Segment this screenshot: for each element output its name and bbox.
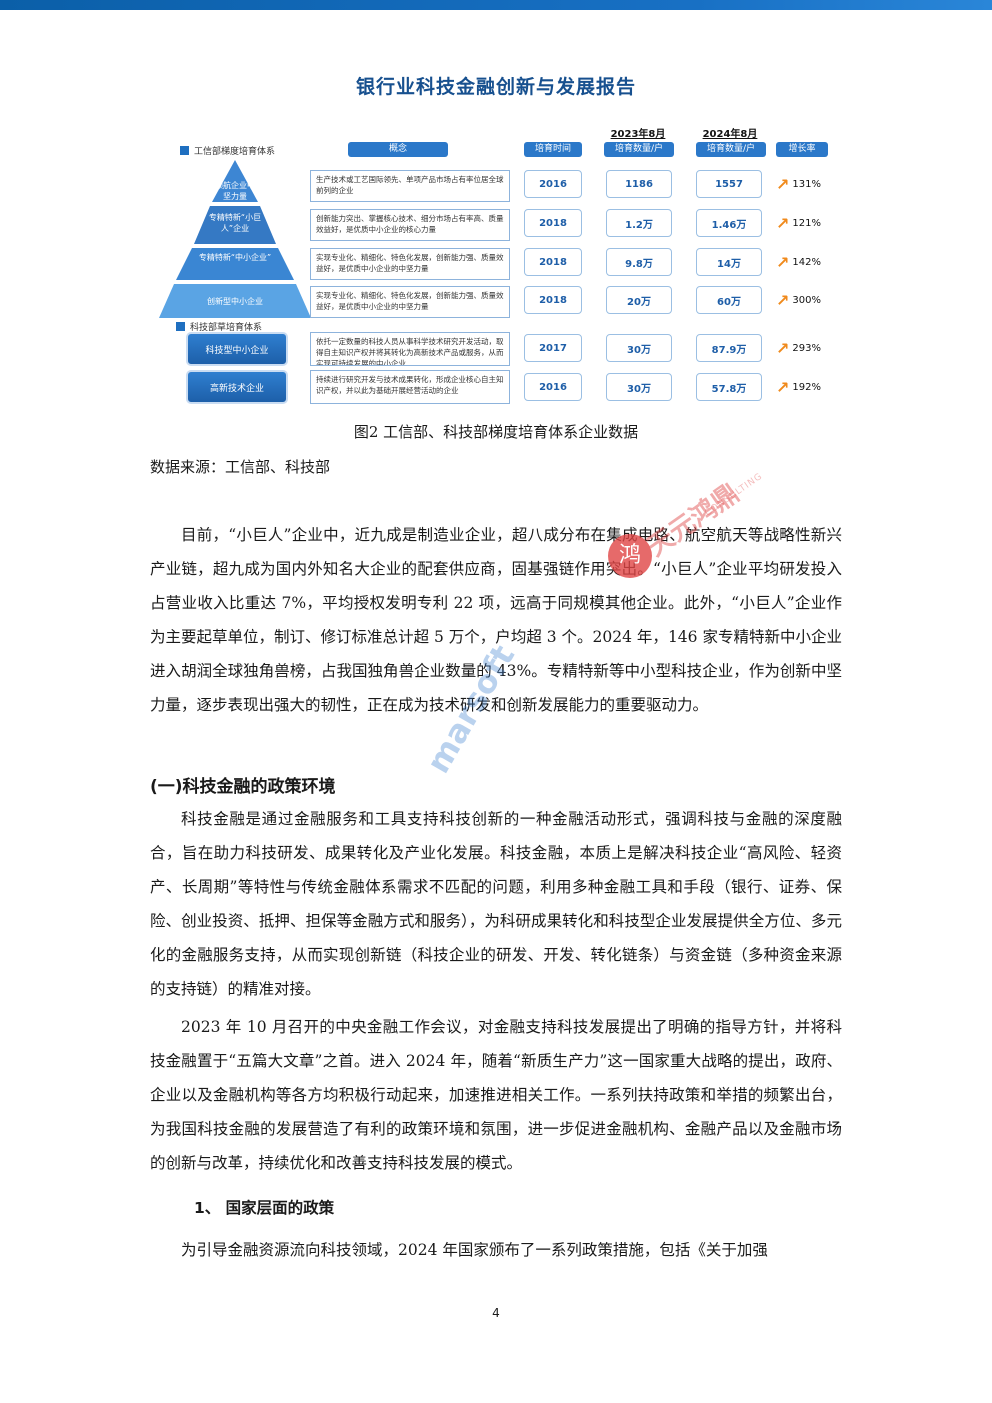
page-number: 4 (492, 1306, 500, 1320)
arrow-up-icon: ↗ (776, 291, 790, 310)
row-count-2024: 87.9万 (696, 334, 762, 362)
figure-caption: 图2 工信部、科技部梯度培育体系企业数据 (353, 423, 639, 441)
arrow-up-icon: ↗ (776, 214, 790, 233)
period-2023-header: 2023年8月 (610, 129, 666, 140)
row-desc: 持续进行研究开发与技术成果转化，形成企业核心自主知识产权，并以此为基础开展经营活… (310, 370, 510, 404)
pyramid-label-4: 创新型中小企业 (207, 297, 263, 306)
row-count-2023: 30万 (606, 373, 672, 401)
row-growth: ↗300% (776, 291, 821, 310)
row-count-2023: 1.2万 (606, 209, 672, 237)
row-growth: ↗142% (776, 253, 821, 272)
year-header: 培育时间 (524, 142, 582, 157)
square-marker-icon (180, 146, 189, 155)
section-a-label: 工信部梯度培育体系 (180, 144, 275, 157)
count-2023-header: 培育数量/户 (604, 142, 674, 157)
data-source: 数据来源：工信部、科技部 (150, 458, 331, 476)
row-count-2023: 30万 (606, 334, 672, 362)
figure-gradient-cultivation: 工信部梯度培育体系 2023年8月 2024年8月 概念 培育时间 培育数量/户… (158, 120, 838, 410)
section-b-label: 科技部草培育体系 (176, 320, 262, 333)
paragraph-3: 2023 年 10 月召开的中央金融工作会议，对金融支持科技发展提出了明确的指导… (150, 1018, 842, 1172)
row-year: 2016 (524, 170, 582, 198)
row-count-2024: 1557 (696, 170, 762, 198)
concept-header: 概念 (348, 142, 448, 157)
row-year: 2018 (524, 286, 582, 314)
paragraph-4: 为引导金融资源流向科技领域，2024 年国家颁布了一系列政策措施，包括《关于加强 (181, 1241, 768, 1259)
arrow-up-icon: ↗ (776, 378, 790, 397)
row-year: 2017 (524, 334, 582, 362)
paragraph-2: 科技金融是通过金融服务和工具支持科技创新的一种金融活动形式，强调科技与金融的深度… (150, 810, 842, 998)
growth-header: 增长率 (776, 142, 828, 157)
row-count-2023: 20万 (606, 286, 672, 314)
row-year: 2018 (524, 248, 582, 276)
row-count-2024: 14万 (696, 248, 762, 276)
square-marker-icon (176, 322, 185, 331)
row-count-2023: 1186 (606, 170, 672, 198)
pyramid-label-1: 领航企业中坚力量 (215, 181, 255, 201)
report-title: 银行业科技金融创新与发展报告 (355, 76, 636, 98)
row-growth: ↗131% (776, 175, 821, 194)
paragraph-1: 目前，“小巨人”企业中，近九成是制造业企业，超八成分布在集成电路、航空航天等战略… (150, 526, 842, 714)
row-desc: 创新能力突出、掌握核心技术、细分市场占有率高、质量效益好，是优质中小企业的核心力… (310, 209, 510, 241)
row-growth: ↗293% (776, 339, 821, 358)
high-tech-box: 高新技术企业 (186, 370, 288, 404)
row-desc: 实现专业化、精细化、特色化发展，创新能力强、质量效益好，是优质中小企业的中坚力量 (310, 248, 510, 280)
tech-sme-box: 科技型中小企业 (186, 332, 288, 366)
watermark-logo-icon: 鸿 (608, 534, 652, 578)
top-accent-bar (0, 0, 992, 10)
period-2024-header: 2024年8月 (702, 129, 758, 140)
section-heading: (一)科技金融的政策环境 (150, 777, 336, 797)
arrow-up-icon: ↗ (776, 339, 790, 358)
row-year: 2016 (524, 373, 582, 401)
row-count-2024: 60万 (696, 286, 762, 314)
row-growth: ↗121% (776, 214, 821, 233)
row-count-2024: 1.46万 (696, 209, 762, 237)
arrow-up-icon: ↗ (776, 253, 790, 272)
row-desc: 依托一定数量的科技人员从事科学技术研究开发活动，取得自主知识产权并将其转化为高新… (310, 332, 510, 366)
sub-heading: 1、 国家层面的政策 (194, 1199, 335, 1217)
pyramid-label-3: 专精特新“中小企业” (198, 253, 272, 262)
arrow-up-icon: ↗ (776, 175, 790, 194)
row-count-2024: 57.8万 (696, 373, 762, 401)
pyramid-graphic (159, 160, 311, 318)
row-growth: ↗192% (776, 378, 821, 397)
count-2024-header: 培育数量/户 (696, 142, 766, 157)
row-year: 2018 (524, 209, 582, 237)
row-count-2023: 9.8万 (606, 248, 672, 276)
row-desc: 生产技术或工艺国际领先、单项产品市场占有率位居全球前列的企业 (310, 170, 510, 202)
row-desc: 实现专业化、精细化、特色化发展，创新能力强、质量效益好，是优质中小企业的中坚力量 (310, 286, 510, 318)
pyramid-label-2: 专精特新“小巨人”企业 (208, 213, 262, 233)
